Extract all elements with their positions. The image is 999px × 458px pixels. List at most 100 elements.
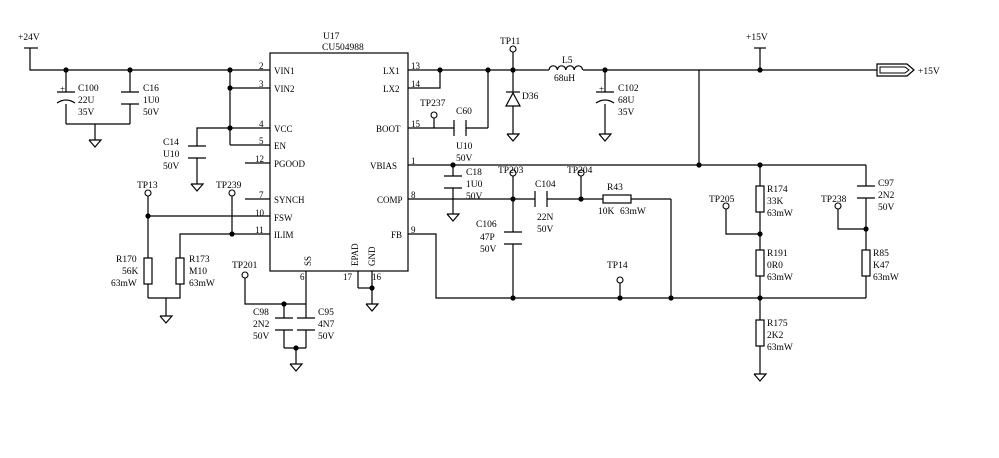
pin-name-lx1: LX1 (383, 66, 400, 76)
svg-text:+: + (599, 84, 604, 94)
r173-ref: R173 (189, 255, 210, 265)
ic-ref: U17 (323, 32, 340, 42)
c106-rating: 50V (480, 245, 497, 255)
r191-ref: R191 (767, 249, 788, 259)
c97-value: 2N2 (878, 191, 895, 201)
c95-ref: C95 (318, 308, 334, 318)
r175-value: 2K2 (767, 331, 784, 341)
c60-value: U10 (456, 142, 473, 152)
capacitor-c16: C16 1U0 50V (121, 84, 160, 118)
tp204-label: TP204 (567, 166, 593, 176)
c100-ref: C100 (78, 84, 99, 94)
c16-ref: C16 (143, 84, 159, 94)
tp239-label: TP239 (216, 181, 242, 191)
r43-value: 10K (598, 207, 615, 217)
capacitor-c100: + C100 22U 35V (56, 84, 99, 118)
capacitor-c102: + C102 68U 35V (595, 84, 639, 118)
testpoint-tp13: TP13 (137, 181, 158, 197)
testpoint-tp205: TP205 (709, 195, 735, 210)
pin-num-7: 7 (259, 190, 264, 200)
tp237-label: TP237 (420, 99, 446, 109)
output-port-label: +15V (918, 67, 940, 77)
c104-rating: 50V (537, 225, 554, 235)
tp238-label: TP238 (821, 195, 847, 205)
pin-num-2: 2 (259, 61, 264, 71)
d36-ref: D36 (522, 92, 539, 102)
r170-value: 56K (122, 267, 139, 277)
pin-name-vin2: VIN2 (274, 84, 295, 94)
rail-24v-label: +24V (18, 33, 40, 43)
c100-rating: 35V (78, 108, 95, 118)
r170-power: 63mW (111, 279, 137, 289)
testpoint-tp238: TP238 (821, 195, 847, 210)
resistor-r85: R85 K47 63mW (861, 249, 899, 283)
pin-name-vcc: VCC (274, 124, 293, 134)
c95-rating: 50V (318, 332, 335, 342)
c14-ref: C14 (163, 138, 179, 148)
pin-name-synch: SYNCH (274, 195, 305, 205)
pin-num-5: 5 (259, 136, 264, 146)
pin-num-12: 12 (255, 154, 264, 164)
r175-power: 63mW (767, 343, 793, 353)
c104-ref: C104 (535, 180, 556, 190)
testpoint-tp203: TP203 (498, 166, 524, 177)
inductor-l5: L5 68uH (545, 56, 584, 84)
resistor-r174: R174 33K 63mW (755, 185, 793, 219)
pin-num-13: 13 (411, 61, 421, 71)
testpoint-tp239: TP239 (216, 181, 242, 197)
tp11-label: TP11 (500, 37, 520, 47)
pin-num-15: 15 (411, 119, 421, 129)
pin-name-fb: FB (391, 230, 402, 240)
r175-ref: R175 (767, 319, 788, 329)
l5-ref: L5 (562, 56, 573, 66)
tp14-label: TP14 (607, 261, 628, 271)
c14-rating: 50V (163, 162, 180, 172)
testpoint-tp201: TP201 (232, 261, 258, 279)
ic-part-number: CU504988 (322, 43, 364, 53)
pin-name-vin1: VIN1 (274, 66, 295, 76)
pin-num-10: 10 (255, 208, 265, 218)
c100-value: 22U (78, 96, 95, 106)
c60-ref: C60 (456, 107, 472, 117)
c102-value: 68U (618, 96, 635, 106)
resistor-r170: R170 56K 63mW (111, 255, 153, 289)
pin-name-ss: SS (303, 256, 313, 266)
junctions (63, 67, 869, 351)
c106-value: 47P (480, 233, 495, 243)
capacitor-c104: C104 22N 50V (534, 180, 556, 235)
c102-rating: 35V (618, 108, 635, 118)
testpoint-tp11: TP11 (500, 37, 520, 53)
c16-value: 1U0 (143, 96, 160, 106)
c98-rating: 50V (253, 332, 270, 342)
capacitor-c18: C18 1U0 50V (444, 168, 483, 202)
r170-ref: R170 (116, 255, 137, 265)
r173-value: M10 (189, 267, 207, 277)
rail-15v-label: +15V (746, 33, 768, 43)
c106-ref: C106 (476, 220, 497, 230)
pin-name-comp: COMP (377, 195, 403, 205)
tp203-label: TP203 (498, 166, 524, 176)
r43-ref: R43 (607, 183, 623, 193)
pin-num-16: 16 (372, 272, 382, 282)
pin-num-1: 1 (411, 156, 416, 166)
diode-d36: D36 (504, 91, 539, 107)
capacitor-c98: C98 2N2 50V (253, 308, 293, 342)
l5-value: 68uH (554, 74, 575, 84)
r174-value: 33K (767, 197, 784, 207)
c102-ref: C102 (618, 84, 639, 94)
pin-num-3: 3 (259, 79, 264, 89)
r191-value: 0R0 (767, 261, 783, 271)
output-port-15v: +15V (876, 63, 940, 77)
capacitor-c95: C95 4N7 50V (297, 308, 335, 342)
c60-rating: 50V (456, 154, 473, 164)
capacitor-c97: C97 2N2 50V (857, 179, 895, 213)
c95-value: 4N7 (318, 320, 335, 330)
testpoint-tp237: TP237 (420, 99, 446, 119)
c98-ref: C98 (253, 308, 269, 318)
pin-num-17: 17 (343, 272, 353, 282)
resistor-r191: R191 0R0 63mW (755, 249, 793, 283)
pin-num-4: 4 (259, 119, 264, 129)
pin-name-en: EN (274, 141, 286, 151)
pin-name-boot: BOOT (376, 124, 401, 134)
